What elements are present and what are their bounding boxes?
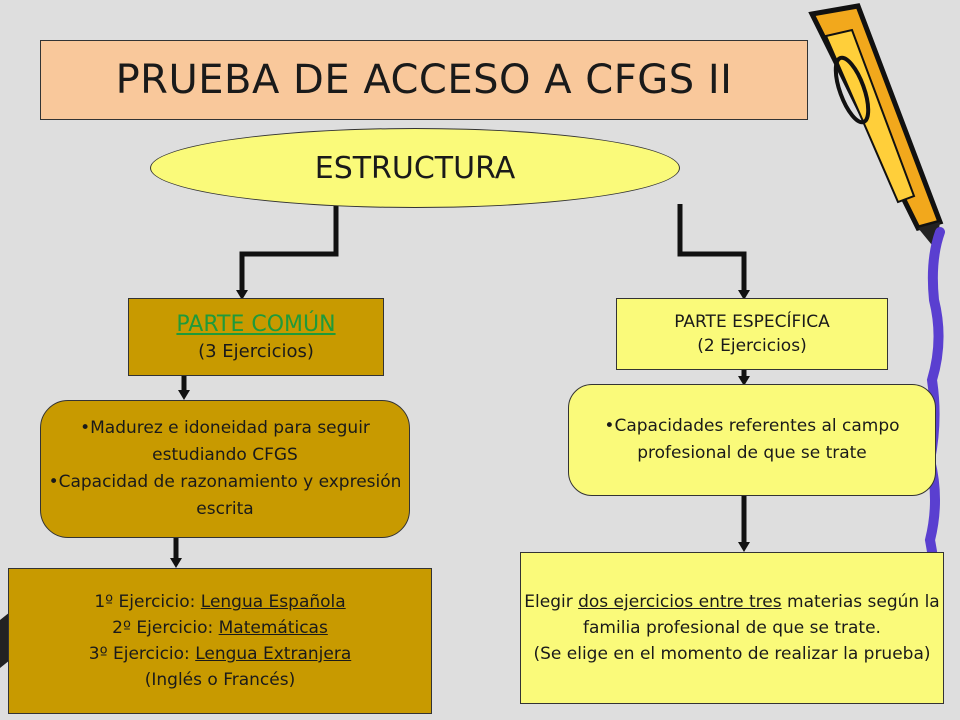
estructura-label: ESTRUCTURA bbox=[314, 150, 516, 186]
comun-bullet-1: •Madurez e idoneidad para seguir estudia… bbox=[80, 418, 370, 465]
comun-bullet-2: •Capacidad de razonamiento y expresión e… bbox=[48, 472, 402, 519]
ejercicio-prefix: 2º Ejercicio: bbox=[112, 618, 219, 638]
elegir-underlined: dos ejercicios entre tres bbox=[578, 592, 782, 612]
edge-mark bbox=[0, 612, 10, 668]
ejercicio-line: 2º Ejercicio: Matemáticas bbox=[112, 615, 328, 641]
title-banner: PRUEBA DE ACCESO A CFGS II bbox=[40, 40, 808, 120]
ejercicio-subject: Lengua Española bbox=[200, 592, 346, 612]
especifica-content-node: •Capacidades referentes al campo profesi… bbox=[568, 384, 936, 496]
page-title: PRUEBA DE ACCESO A CFGS II bbox=[115, 57, 733, 103]
estructura-node: ESTRUCTURA bbox=[150, 128, 680, 208]
ejercicio-subject: Matemáticas bbox=[218, 618, 328, 638]
ejercicio-prefix: 1º Ejercicio: bbox=[94, 592, 201, 612]
ejercicios-note: (Inglés o Francés) bbox=[144, 670, 296, 690]
elegir-prefix: Elegir bbox=[524, 592, 579, 612]
elegir-node: Elegir dos ejercicios entre tres materia… bbox=[520, 552, 944, 704]
elegir-rest: materias según la familia profesional de… bbox=[583, 592, 940, 638]
ejercicio-prefix: 3º Ejercicio: bbox=[88, 644, 196, 664]
connectors bbox=[173, 204, 747, 560]
parte-comun-node: PARTE COMÚN (3 Ejercicios) bbox=[128, 298, 384, 376]
ejercicio-line: 3º Ejercicio: Lengua Extranjera bbox=[89, 641, 351, 667]
comun-content-node: •Madurez e idoneidad para seguir estudia… bbox=[40, 400, 410, 538]
ejercicio-subject: Lengua Extranjera bbox=[195, 644, 352, 664]
especifica-bullet-1: •Capacidades referentes al campo profesi… bbox=[604, 416, 900, 463]
parte-comun-link[interactable]: PARTE COMÚN bbox=[176, 312, 336, 337]
elegir-text: Elegir dos ejercicios entre tres materia… bbox=[521, 589, 943, 641]
parte-especifica-title: PARTE ESPECÍFICA bbox=[674, 312, 830, 332]
parte-comun-subtitle: (3 Ejercicios) bbox=[198, 341, 314, 362]
ejercicios-node: 1º Ejercicio: Lengua Española 2º Ejercic… bbox=[8, 568, 432, 714]
pencil-icon bbox=[808, 3, 945, 625]
arrowheads bbox=[170, 290, 750, 568]
elegir-note: (Se elige en el momento de realizar la p… bbox=[533, 644, 931, 664]
parte-especifica-subtitle: (2 Ejercicios) bbox=[697, 336, 807, 356]
ejercicio-line: 1º Ejercicio: Lengua Española bbox=[94, 589, 345, 615]
parte-especifica-node: PARTE ESPECÍFICA (2 Ejercicios) bbox=[616, 298, 888, 370]
